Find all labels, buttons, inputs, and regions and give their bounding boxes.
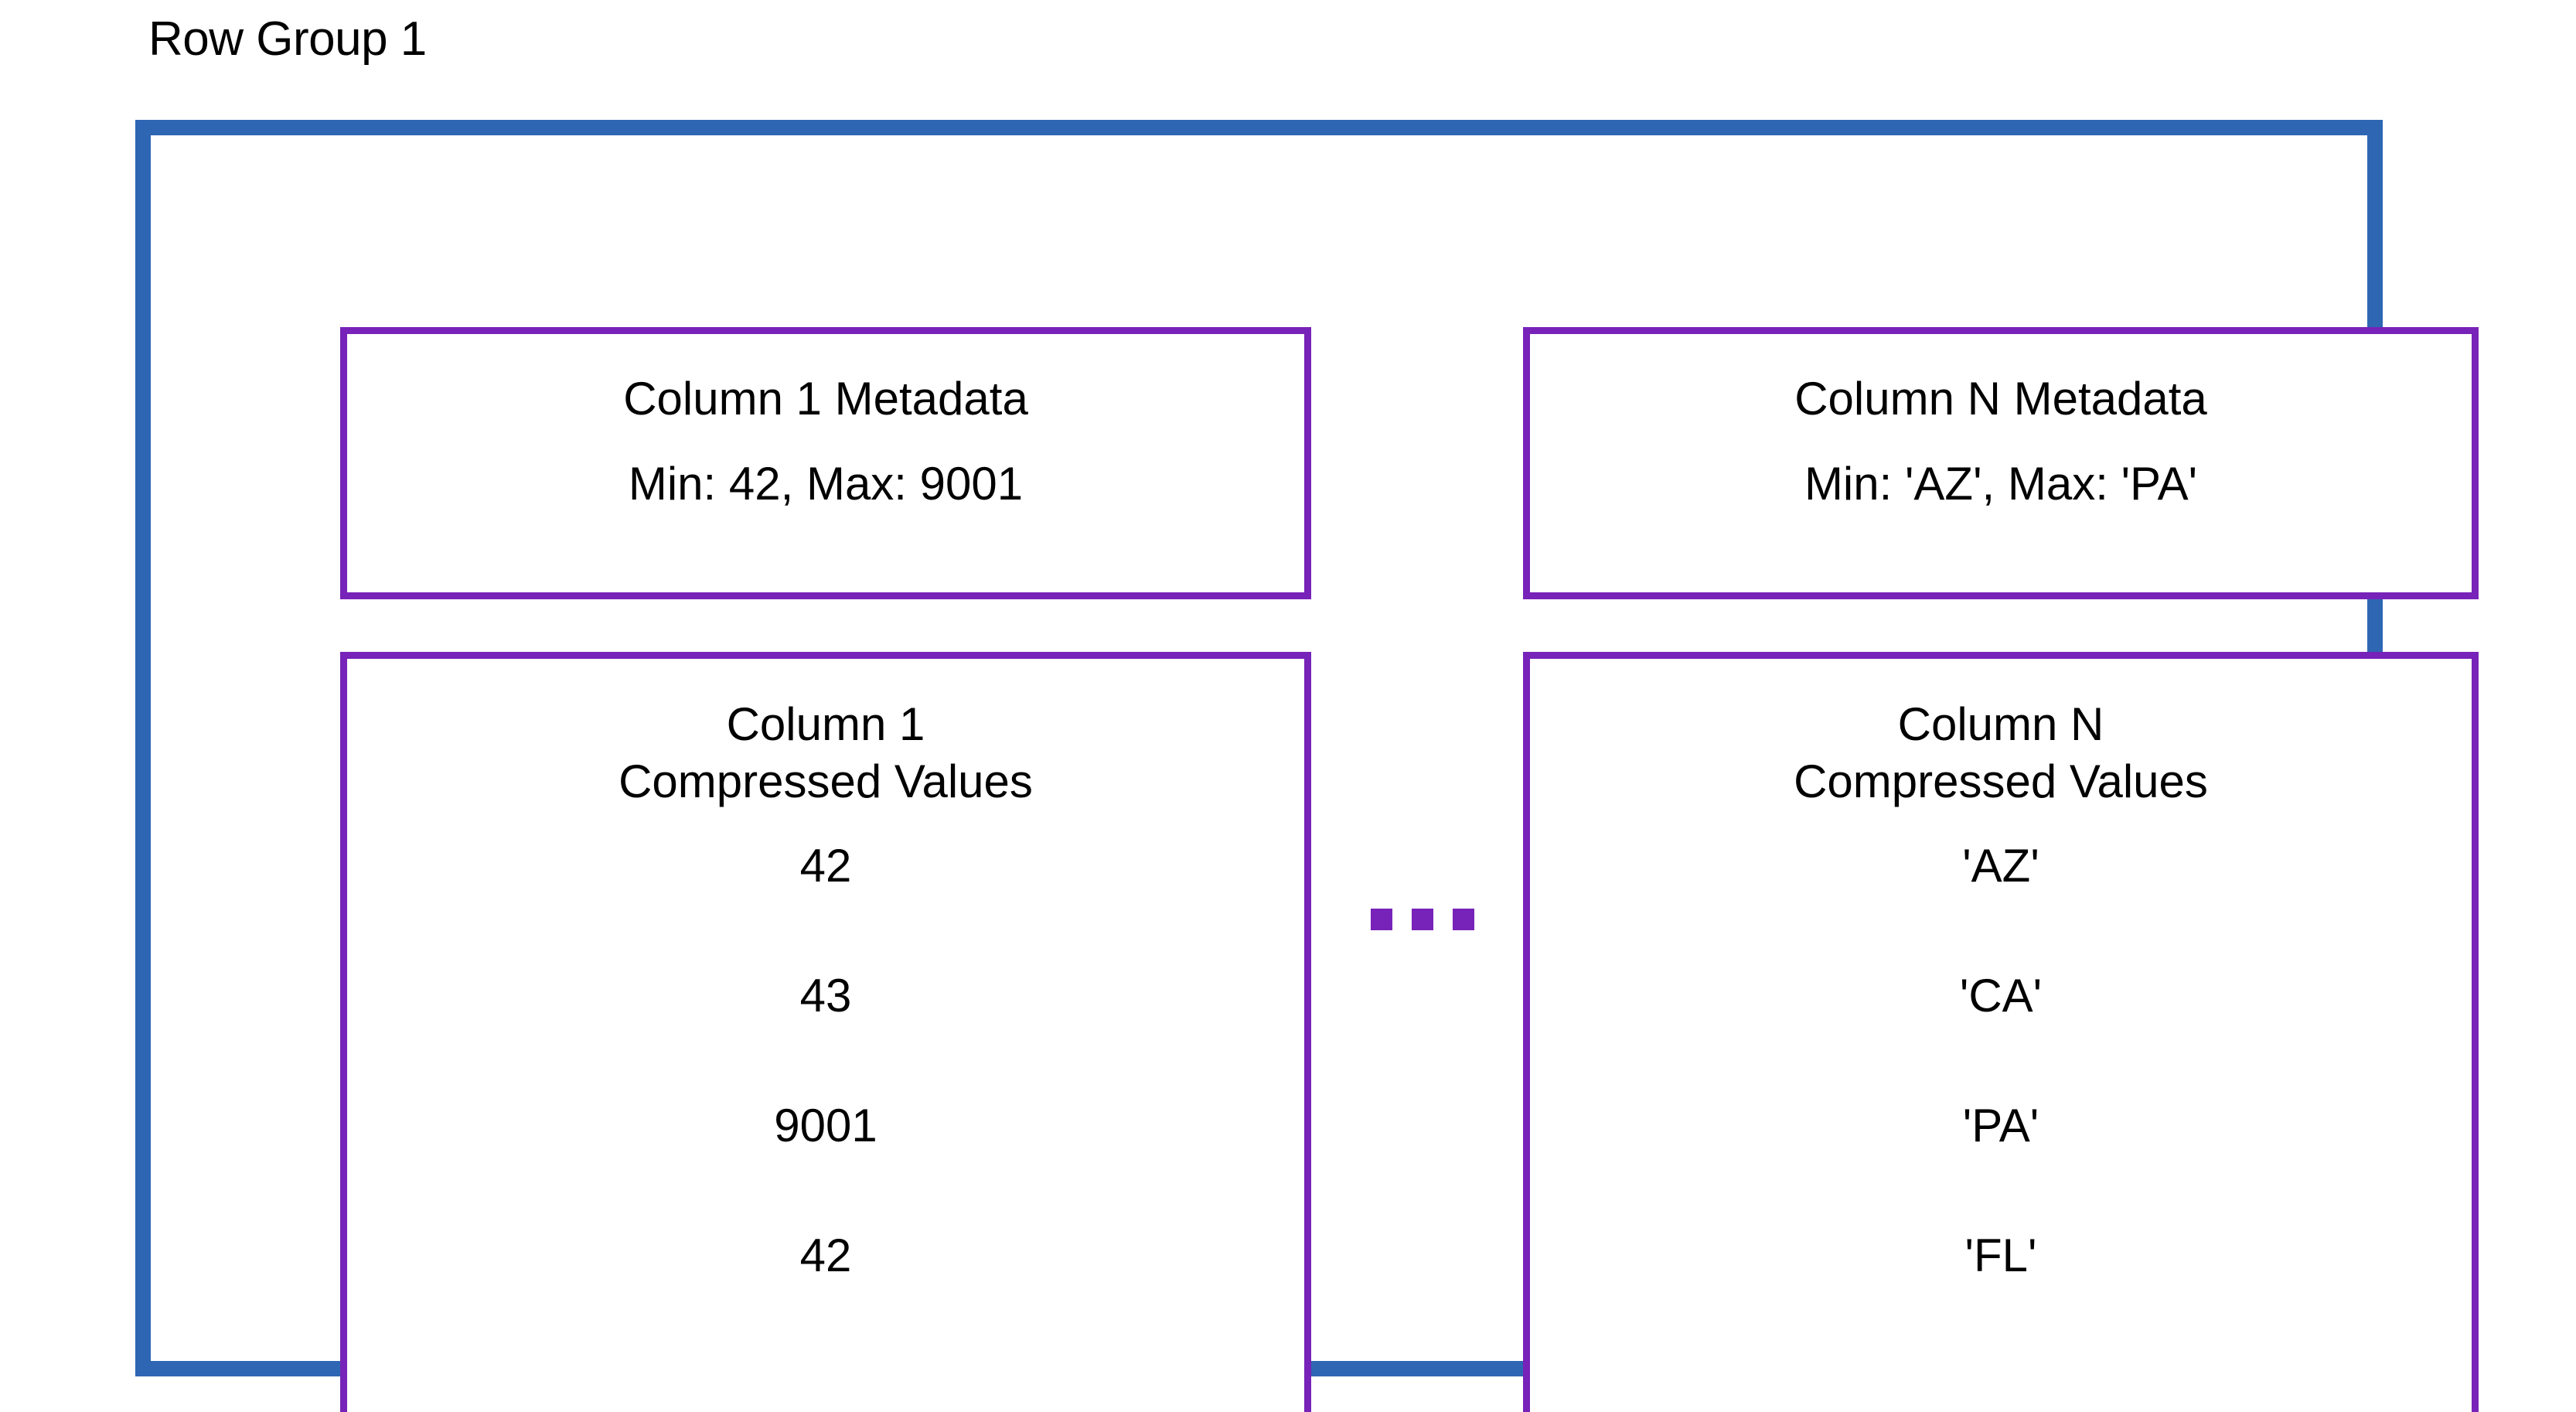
list-item: 9001 — [774, 1100, 877, 1151]
list-item: 42 — [799, 1230, 852, 1281]
page-title: Row Group 1 — [148, 12, 427, 66]
column-1-metadata-box: Column 1 Metadata Min: 42, Max: 9001 — [340, 327, 1311, 599]
row-group-container: Column 1 Metadata Min: 42, Max: 9001 Col… — [135, 120, 2479, 1412]
column-n-metadata-stats: Min: 'AZ', Max: 'PA' — [1804, 458, 2198, 510]
list-item: 'PA' — [1962, 1100, 2039, 1151]
ellipsis-icon — [1371, 909, 1474, 930]
column-1-metadata-title: Column 1 Metadata — [623, 373, 1028, 425]
ellipsis-dot — [1412, 909, 1433, 930]
list-item: 43 — [799, 970, 852, 1021]
ellipsis-dot — [1453, 909, 1474, 930]
list-item: 'CA' — [1959, 970, 2043, 1021]
column-n-values-heading-line-2: Compressed Values — [1794, 755, 2208, 807]
column-n-values-heading-line-1: Column N — [1897, 698, 2104, 750]
list-item: 'FL' — [1964, 1230, 2037, 1281]
column-n-values-list: 'AZ' 'CA' 'PA' 'FL' — [1960, 838, 2042, 1284]
column-1-values-list: 42 43 9001 42 — [774, 838, 877, 1284]
list-item: 'AZ' — [1962, 840, 2039, 892]
column-n-values-heading: Column N Compressed Values — [1794, 696, 2208, 810]
ellipsis-dot — [1371, 909, 1392, 930]
column-n-metadata-box: Column N Metadata Min: 'AZ', Max: 'PA' — [1523, 327, 2479, 599]
column-1-values-box: Column 1 Compressed Values 42 43 9001 42 — [340, 652, 1311, 1412]
column-n-metadata-title: Column N Metadata — [1794, 373, 2207, 425]
column-n-values-box: Column N Compressed Values 'AZ' 'CA' 'PA… — [1523, 652, 2479, 1412]
column-1-values-heading: Column 1 Compressed Values — [618, 696, 1033, 810]
column-1-metadata-stats: Min: 42, Max: 9001 — [628, 458, 1024, 510]
list-item: 42 — [799, 840, 852, 892]
column-1-values-heading-line-1: Column 1 — [726, 698, 925, 750]
column-1-values-heading-line-2: Compressed Values — [618, 755, 1033, 807]
